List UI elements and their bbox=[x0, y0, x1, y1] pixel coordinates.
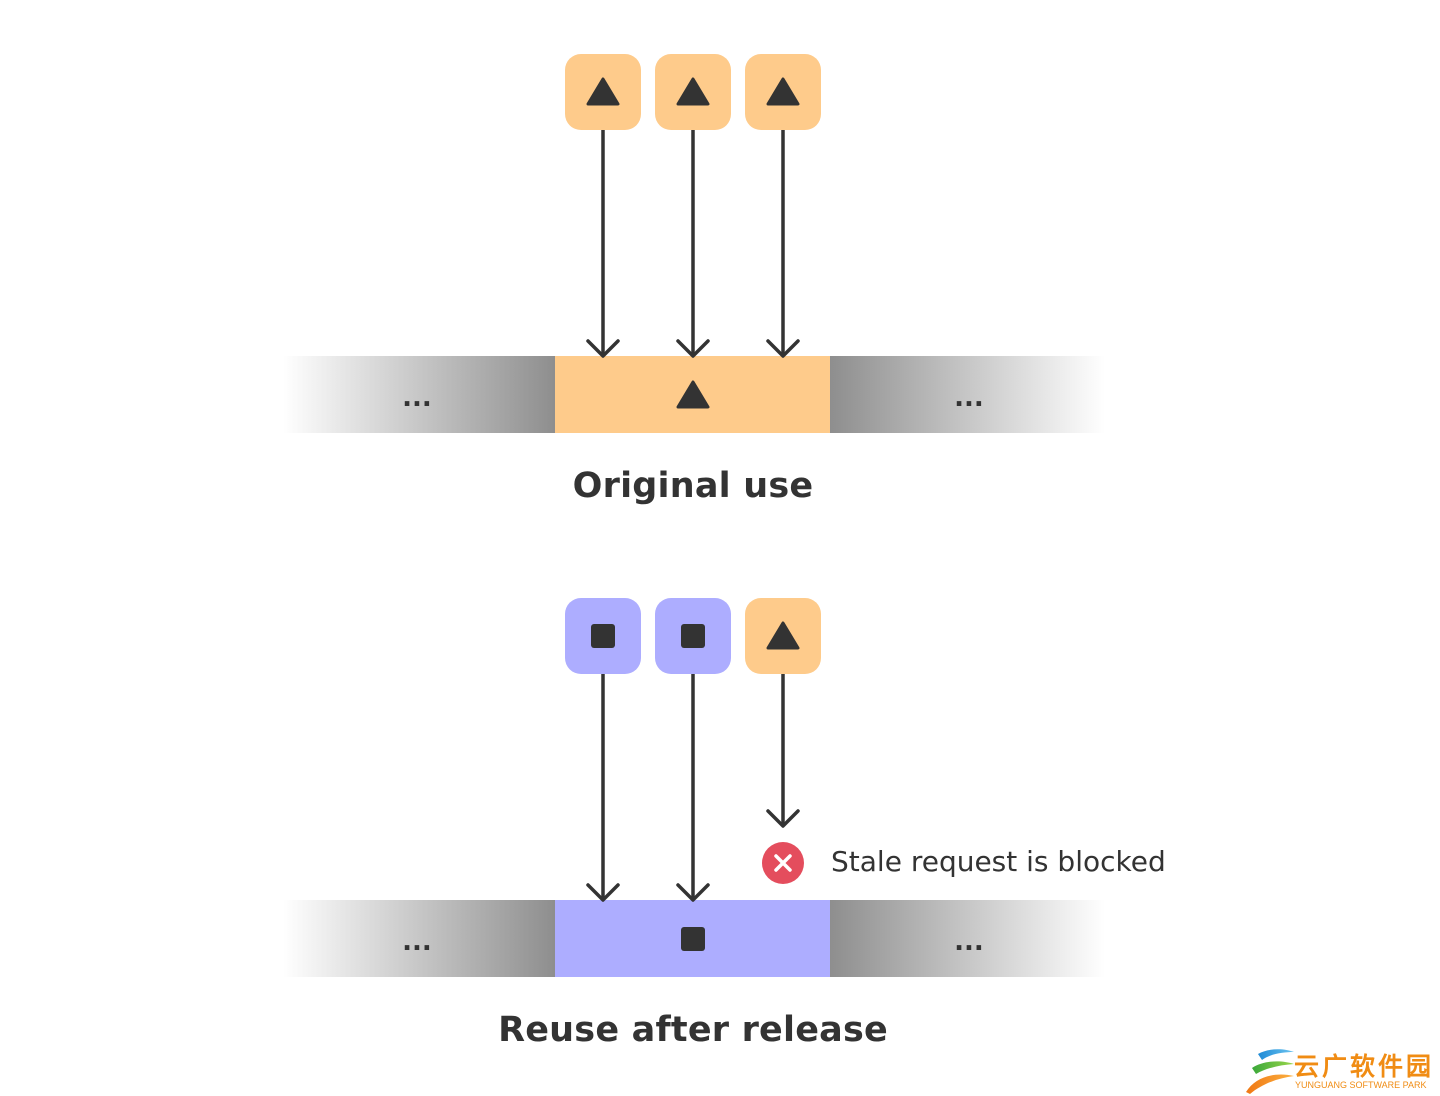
memory-neighbor-right bbox=[830, 356, 1105, 433]
panel-original-use: ...... bbox=[283, 54, 1105, 433]
watermark-swoosh-icon bbox=[1246, 1049, 1294, 1094]
pointer-1 bbox=[565, 54, 641, 130]
triangle-icon bbox=[766, 77, 800, 106]
x-circle-icon bbox=[762, 842, 804, 884]
memory-neighbor-left bbox=[283, 356, 555, 433]
square-icon bbox=[591, 624, 615, 648]
triangle-icon bbox=[676, 380, 710, 409]
pointer-2 bbox=[655, 598, 731, 674]
arrowhead-icon bbox=[676, 883, 710, 902]
ellipsis-right: ... bbox=[954, 383, 984, 413]
triangle-icon bbox=[676, 77, 710, 106]
pointer-1 bbox=[565, 598, 641, 674]
panel-reuse-after-release: ...... bbox=[283, 598, 1105, 977]
arrowhead-icon bbox=[676, 339, 710, 358]
arrowhead-icon bbox=[766, 809, 800, 828]
caption-original-use: Original use bbox=[572, 466, 814, 506]
stale-request-blocked-label: Stale request is blocked bbox=[831, 845, 1166, 878]
memory-neighbor-right bbox=[830, 900, 1105, 977]
pointer-arrow bbox=[676, 674, 710, 902]
ellipsis-right: ... bbox=[954, 927, 984, 957]
pointer-3 bbox=[745, 54, 821, 130]
pointer-arrow bbox=[586, 130, 620, 358]
triangle-icon bbox=[766, 621, 800, 650]
pointer-arrow bbox=[766, 130, 800, 358]
square-icon bbox=[681, 927, 705, 951]
pointer-arrow bbox=[586, 674, 620, 902]
pointer-arrow bbox=[766, 674, 800, 828]
pointer-arrow bbox=[676, 130, 710, 358]
square-icon bbox=[681, 624, 705, 648]
triangle-icon bbox=[586, 77, 620, 106]
pointer-2 bbox=[655, 54, 731, 130]
ellipsis-left: ... bbox=[402, 383, 432, 413]
arrowhead-icon bbox=[586, 883, 620, 902]
watermark-cn-text: 云广软件园 bbox=[1294, 1052, 1435, 1081]
memory-neighbor-left bbox=[283, 900, 555, 977]
ellipsis-left: ... bbox=[402, 927, 432, 957]
arrowhead-icon bbox=[766, 339, 800, 358]
arrowhead-icon bbox=[586, 339, 620, 358]
watermark-logo: 云广软件园 YUNGUANG SOFTWARE PARK bbox=[1244, 1046, 1440, 1096]
caption-reuse-after-release: Reuse after release bbox=[498, 1010, 888, 1050]
pointer-3 bbox=[745, 598, 821, 674]
watermark-en-text: YUNGUANG SOFTWARE PARK bbox=[1295, 1080, 1427, 1090]
